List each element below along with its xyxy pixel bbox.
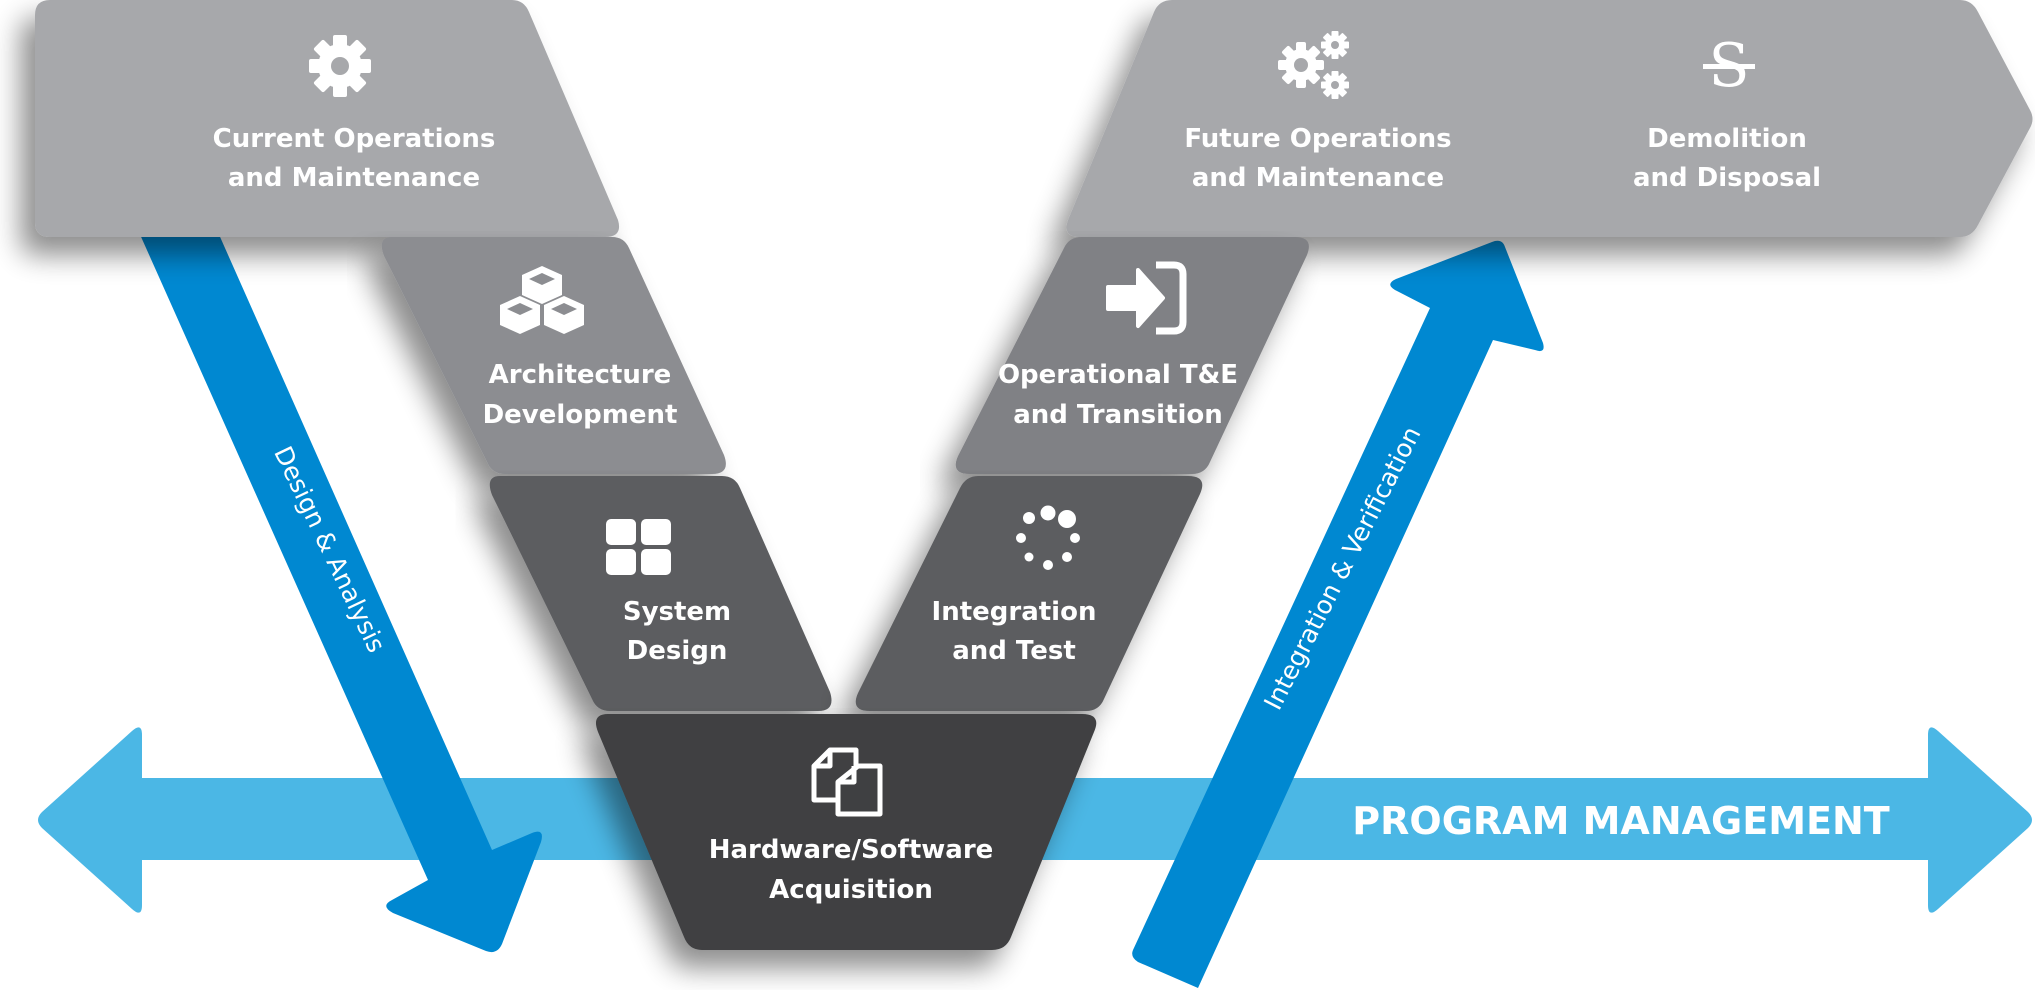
stage-architecture-content: Architecture Development (483, 266, 678, 430)
stage-integration-test-shape (855, 476, 1203, 711)
stage-system-design-shape (489, 476, 832, 711)
stage-current-operations[interactable] (35, 0, 620, 237)
strikethrough-s-icon: S (1703, 31, 1755, 101)
stage-label-line2: and Transition (1013, 400, 1223, 430)
stage-hw-sw-shape (595, 714, 1097, 950)
stage-label-line2: and Test (952, 636, 1076, 666)
cubes-icon (500, 266, 584, 334)
stage-future-operations-demolition[interactable] (1066, 0, 2033, 237)
documents-icon (811, 747, 883, 817)
stage-label-line2: Acquisition (769, 875, 933, 905)
design-analysis-arrow-shape (138, 230, 542, 953)
stage-label-line1: System (623, 597, 731, 627)
loading-dots-icon (1016, 505, 1080, 570)
stage-operational-te-shape (955, 237, 1309, 474)
grid-icon (606, 519, 671, 575)
stage-label-line1: Integration (932, 597, 1097, 627)
stage-label-line2: and Maintenance (1192, 163, 1444, 193)
stage-label-line2: Design (627, 636, 728, 666)
stage-label-line2: and Maintenance (228, 163, 480, 193)
stage-current-operations-shape (35, 0, 620, 237)
stage-hardware-software-acquisition[interactable] (595, 714, 1097, 950)
stage-operational-te-content: Operational T&E and Transition (998, 261, 1238, 430)
stage-integration-test[interactable] (855, 476, 1203, 711)
stage-system-design[interactable] (489, 476, 832, 711)
stage-architecture-development[interactable] (381, 237, 726, 474)
stage-system-design-content: System Design (606, 519, 731, 666)
stage-label-line1: Future Operations (1184, 124, 1451, 154)
stage-label-line2: Development (483, 400, 678, 430)
stage-label-line2: and Disposal (1633, 163, 1821, 193)
sign-in-icon (1106, 261, 1187, 335)
stage-future-operations-content[interactable]: Future Operations and Maintenance (1184, 31, 1452, 193)
stage-current-operations-content: Current Operations and Maintenance (213, 35, 496, 193)
program-management-label: PROGRAM MANAGEMENT (1352, 799, 1889, 843)
stage-integration-test-content: Integration and Test (932, 505, 1097, 666)
stage-operational-te[interactable] (955, 237, 1309, 474)
stage-label-line1: Hardware/Software (709, 835, 994, 865)
stage-label-line1: Operational T&E (998, 360, 1238, 390)
stage-demolition-content[interactable]: S Demolition and Disposal (1633, 31, 1821, 193)
stage-future-demolition-shape (1066, 0, 2033, 237)
gears-icon (1278, 31, 1349, 99)
stage-label-line1: Demolition (1647, 124, 1807, 154)
stage-label-line1: Current Operations (213, 124, 496, 154)
stage-hw-sw-content: Hardware/Software Acquisition (709, 747, 994, 905)
integration-verification-arrow-shape (1132, 240, 1544, 988)
gear-icon (309, 35, 371, 97)
stage-architecture-shape (381, 237, 726, 474)
stage-label-line1: Architecture (489, 360, 672, 390)
